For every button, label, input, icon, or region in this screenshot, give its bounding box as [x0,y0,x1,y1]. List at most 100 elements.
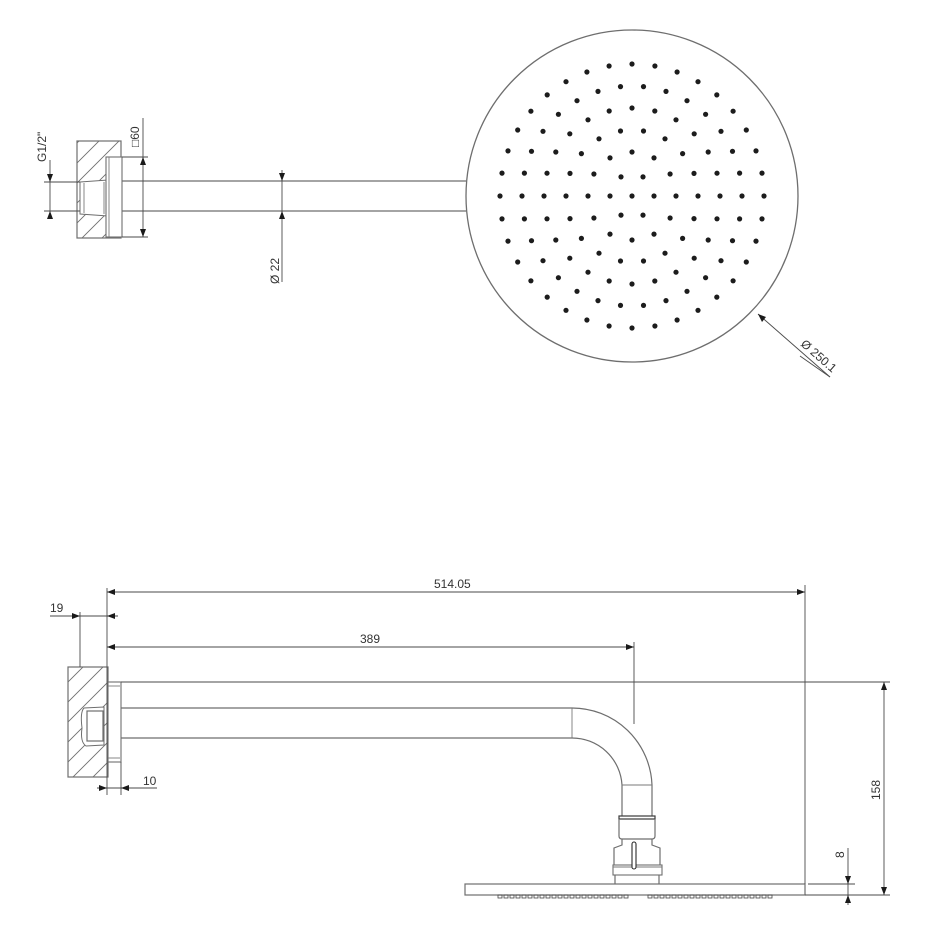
nozzle-tip [623,894,629,899]
nozzle-dot [663,88,669,94]
nozzle-dot [629,237,635,243]
nozzle-dot [640,174,646,180]
nozzle-dot [567,131,573,137]
nozzle-dot [617,258,624,264]
nozzle-dot [680,151,686,157]
nozzle-dot [553,237,559,243]
nozzle-tip [671,894,677,899]
nozzle-dot [718,258,724,264]
nozzle-dot [759,170,765,176]
nozzle-dot [730,108,736,114]
nozzle-dot [606,323,612,329]
nozzle-dot [703,111,709,117]
nozzle-dot [563,193,569,199]
nozzle-dot [544,170,550,176]
nozzle-dot [629,325,635,331]
nozzle-tip [725,894,731,899]
nozzle-dot [563,307,569,313]
nozzle-dot [652,108,658,114]
wall-flange-side [107,681,122,763]
dimension-overall-height: 158 [121,681,890,896]
nozzle-dot [515,259,521,265]
nozzle-dot [497,193,503,199]
nozzle-dot [591,171,597,177]
nozzle-dot [674,69,680,75]
nozzle-tip [695,894,701,899]
swivel-joint [612,815,663,884]
nozzle-dot [651,155,657,161]
label-wall-offset: 19 [50,601,64,615]
nozzle-dot [673,193,679,199]
nozzle-dot [662,136,668,142]
nozzle-dot [585,193,591,199]
nozzle-dot [761,193,767,199]
nozzle-tip [575,894,581,899]
nozzle-tip [569,894,575,899]
nozzle-dot [499,216,505,222]
nozzle-dot [662,250,668,256]
nozzle-dot [541,193,547,199]
nozzle-dot [730,278,736,284]
nozzle-dot [652,278,658,284]
nozzle-dot [591,215,597,221]
nozzle-dot [629,149,635,155]
nozzle-dot [521,216,528,222]
nozzle-dot [667,171,673,177]
nozzle-dot [505,238,511,244]
nozzle-tip [587,894,593,899]
nozzle-dot [652,63,658,69]
nozzle-dot [714,92,720,98]
shower-arm-top [122,180,466,212]
nozzle-dot [555,275,562,281]
nozzle-tip [533,894,539,899]
nozzle-dot [555,111,562,117]
nozzle-tip [545,894,551,899]
nozzle-dot [680,235,686,241]
nozzle-tip [677,894,683,899]
nozzle-dot [695,193,701,199]
nozzle-dot [673,269,679,275]
nozzle-dot [544,216,550,222]
nozzle-dot [640,84,647,90]
dimension-arm-length: 389 [107,632,635,724]
nozzle-dot [753,148,759,154]
nozzle-tip [503,894,509,899]
nozzle-dot [629,281,635,287]
wall-flange-top [105,156,123,238]
dimension-overall-length: 514.05 [106,577,806,884]
nozzle-row-side [497,894,773,899]
nozzle-dot [729,238,736,244]
nozzle-tip [719,894,725,899]
nozzle-tip [683,894,689,899]
nozzle-dot [617,302,624,308]
nozzle-dot [705,237,711,243]
nozzle-dot [596,136,602,142]
nozzle-dot [640,258,647,264]
nozzle-dot [691,170,697,176]
nozzle-dot [607,231,613,237]
nozzle-dot [544,294,550,300]
nozzle-dot [674,317,680,323]
label-flange-size: □60 [128,126,142,147]
nozzle-dot [528,108,534,114]
nozzle-dot [528,148,535,154]
nozzle-dot [521,170,528,176]
nozzle-dot [629,193,635,199]
nozzle-dot [505,148,511,154]
label-arm-length: 389 [360,632,380,646]
nozzle-dot [499,170,505,176]
nozzle-tip [731,894,737,899]
nozzle-dot [667,215,673,221]
nozzle-tip [659,894,665,899]
nozzle-dot [739,193,745,199]
nozzle-dot [578,151,585,157]
nozzle-tip [551,894,557,899]
label-overall-height: 158 [869,780,883,800]
nozzle-dot [737,216,743,222]
dimension-head-diameter: Ø 250.1 [757,313,840,378]
nozzle-dot [544,92,550,98]
nozzle-dot [567,170,573,176]
nozzle-dot [640,302,647,308]
nozzle-dot [743,127,749,133]
nozzle-dot [691,131,697,137]
